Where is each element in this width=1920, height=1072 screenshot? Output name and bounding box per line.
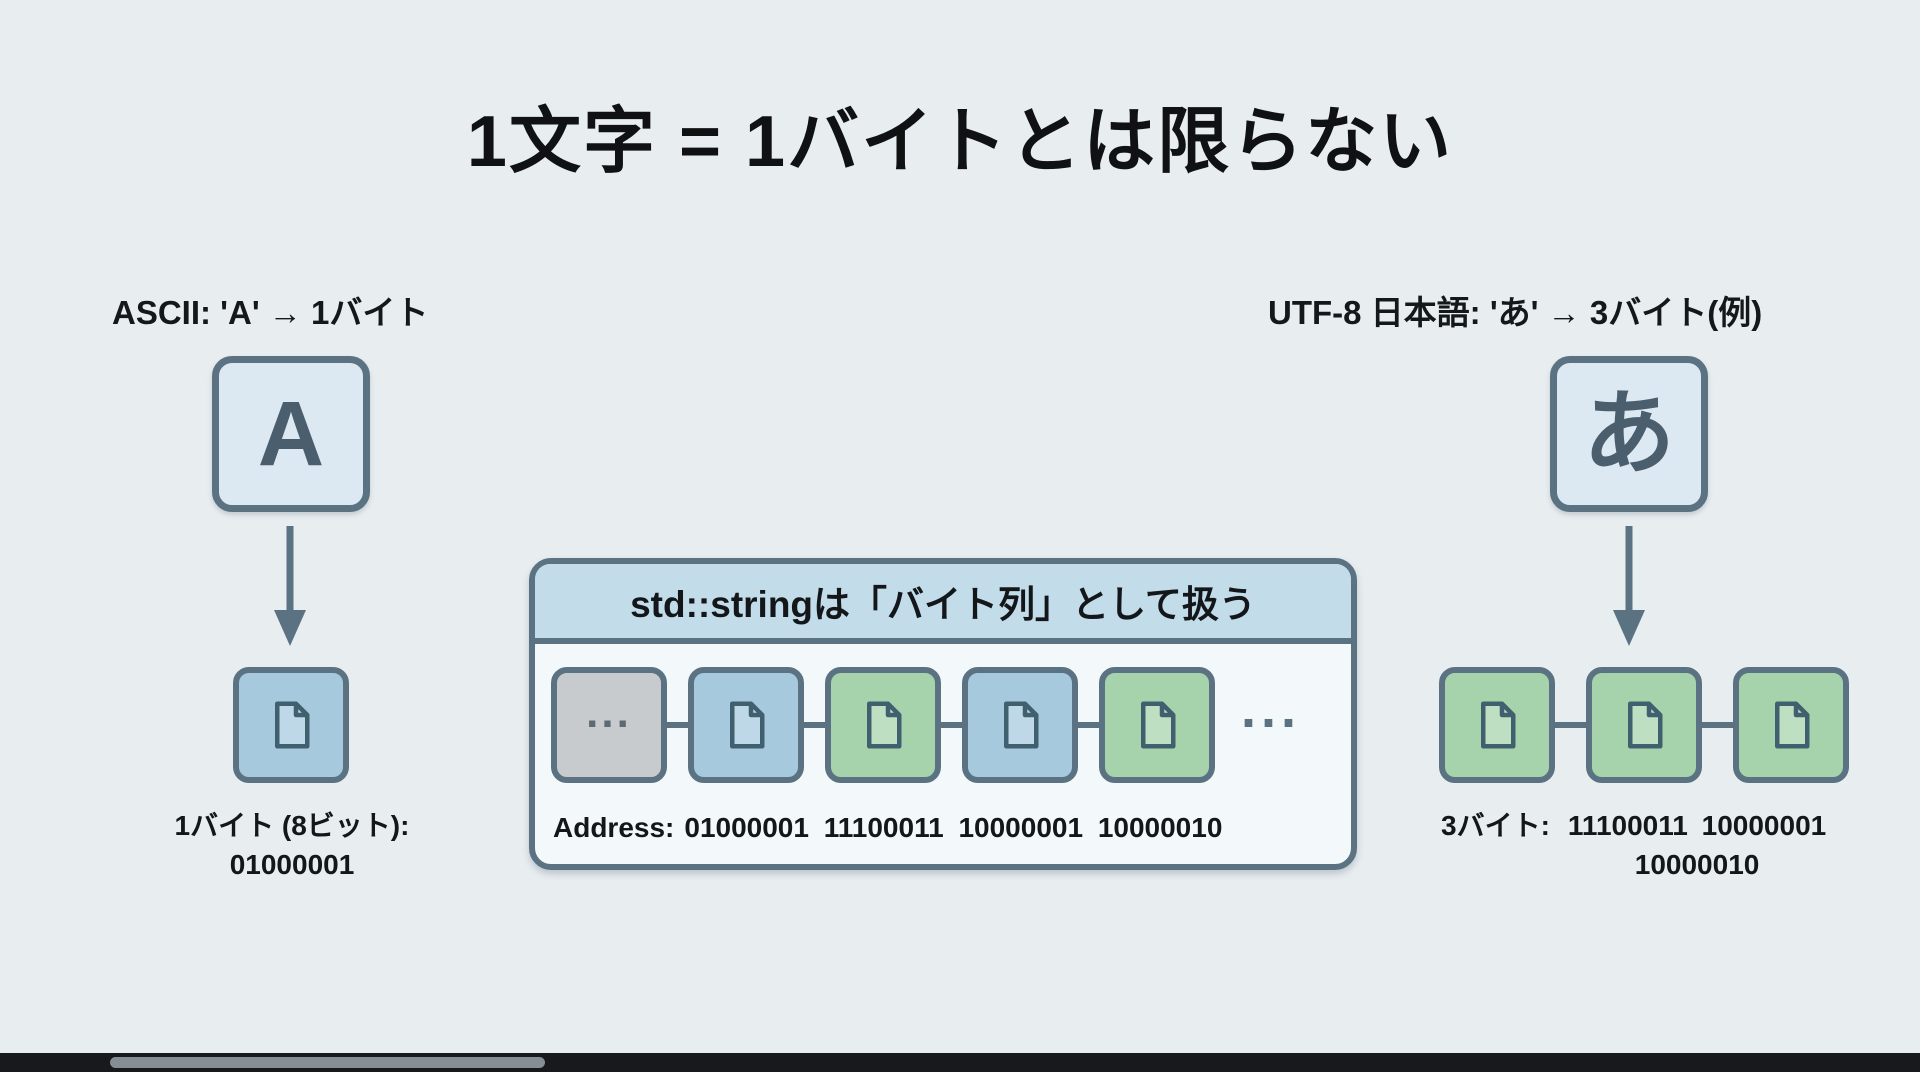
address-label: Address: xyxy=(553,812,675,843)
document-icon xyxy=(1141,701,1176,749)
ascii-byte-caption: 1バイト (8ビット): 01000001 xyxy=(106,806,478,884)
utf8-caption-values-line1: 11100011 10000001 xyxy=(1567,810,1827,841)
byte-connector xyxy=(804,722,825,728)
ascii-byte-box xyxy=(233,667,349,783)
utf8-byte-box-1 xyxy=(1439,667,1555,783)
ascii-caption-line1: 1バイト (8ビット): xyxy=(174,810,410,841)
utf8-char-box: あ xyxy=(1550,356,1708,512)
document-icon xyxy=(1775,701,1810,749)
ascii-char-box: A xyxy=(212,356,370,512)
document-icon xyxy=(275,701,310,749)
trailing-ellipsis: ... xyxy=(1241,679,1302,739)
document-icon xyxy=(1481,701,1516,749)
byte-connector xyxy=(1078,722,1099,728)
byte-connector xyxy=(667,722,688,728)
utf8-bytes-row xyxy=(1439,667,1849,783)
document-icon xyxy=(1628,701,1663,749)
utf8-caption-label: 3バイト: xyxy=(1441,810,1550,841)
utf8-byte-caption: 3バイト: 11100011 10000001 10000010 xyxy=(1441,806,1826,884)
byte-box-4 xyxy=(1099,667,1215,783)
document-icon xyxy=(1004,701,1039,749)
utf8-section-label: UTF-8 日本語: 'あ' → 3バイト(例) xyxy=(1268,294,1763,331)
string-bytes-row: ... xyxy=(551,667,1301,783)
ascii-section-label: ASCII: 'A' → 1バイト xyxy=(112,294,429,331)
bottom-bar-highlight xyxy=(110,1057,545,1068)
string-panel-header: std::stringは「バイト列」として扱う xyxy=(535,564,1351,644)
utf8-byte-box-2 xyxy=(1586,667,1702,783)
ellipsis-label: ... xyxy=(586,688,632,737)
byte-box-2 xyxy=(825,667,941,783)
page-title: 1文字 = 1バイトとは限らない xyxy=(466,102,1454,183)
byte-box-1 xyxy=(688,667,804,783)
address-values: 01000001 11100011 10000001 10000010 xyxy=(684,812,1223,843)
byte-connector xyxy=(1702,722,1733,728)
utf8-caption-values-line2: 10000010 xyxy=(1634,849,1760,881)
utf8-caption-values: 11100011 10000001 10000010 xyxy=(1568,806,1826,884)
ascii-char-glyph: A xyxy=(257,383,325,485)
ascii-caption-line2: 01000001 xyxy=(229,849,355,881)
byte-box-ellipsis: ... xyxy=(551,667,667,783)
address-line: Address: 01000001 11100011 10000001 10000… xyxy=(553,812,1222,844)
byte-connector xyxy=(941,722,962,728)
document-icon xyxy=(867,701,902,749)
utf8-byte-box-3 xyxy=(1733,667,1849,783)
document-icon xyxy=(730,701,765,749)
bottom-bar xyxy=(0,1053,1920,1072)
byte-connector xyxy=(1555,722,1586,728)
down-arrow-icon xyxy=(274,526,306,646)
string-panel: std::stringは「バイト列」として扱う xyxy=(529,558,1357,870)
byte-box-3 xyxy=(962,667,1078,783)
down-arrow-icon xyxy=(1613,526,1645,646)
utf8-char-glyph: あ xyxy=(1582,383,1675,485)
